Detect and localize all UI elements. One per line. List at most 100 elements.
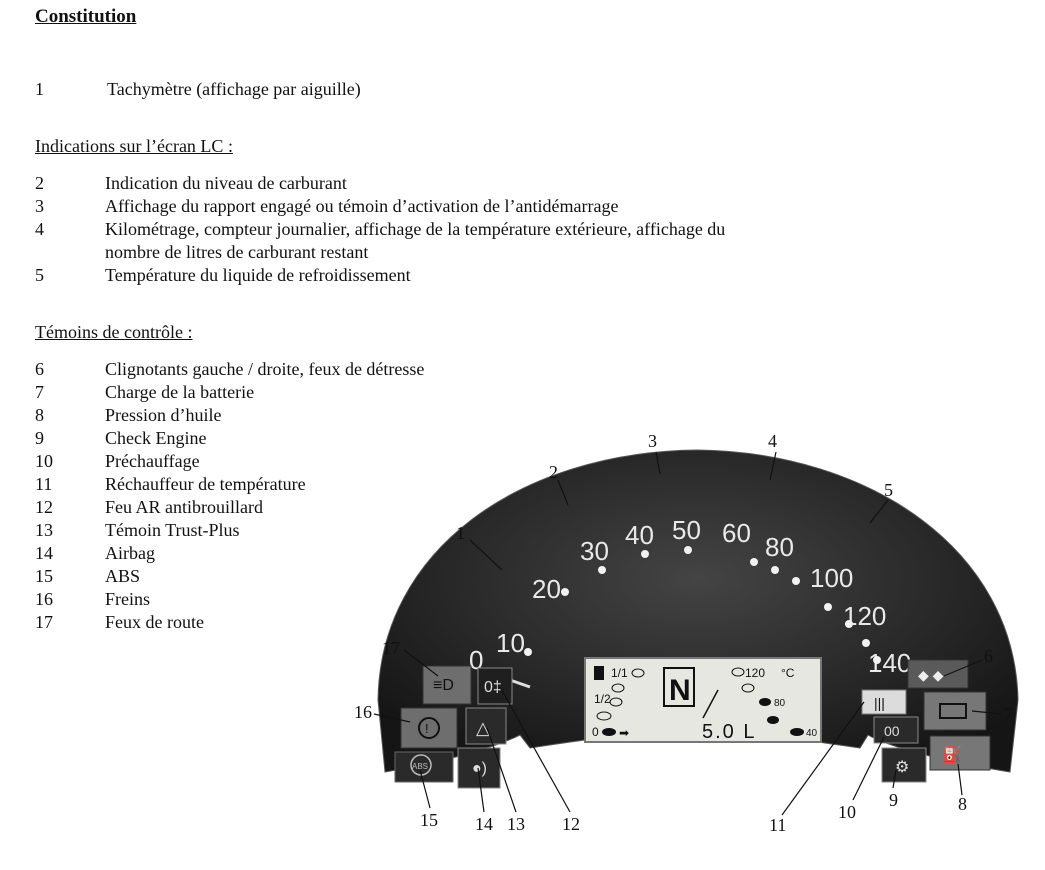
glow-plug-icon: 00 <box>884 723 900 739</box>
fuel-segment-filled <box>602 728 616 736</box>
turn-signal-tile <box>908 660 968 688</box>
leader-line <box>558 480 568 505</box>
leader-line <box>500 687 570 812</box>
callout-number: 14 <box>475 814 493 834</box>
item-number: 15 <box>35 566 75 587</box>
scale-dot <box>561 588 569 596</box>
warning-triangle-icon: △ <box>476 718 490 738</box>
speed-label: 50 <box>672 515 701 545</box>
callout-number: 12 <box>562 814 580 834</box>
callout-number: 9 <box>889 790 898 810</box>
oil-can-icon: ⛽ <box>942 745 962 764</box>
brake-tile <box>401 708 457 748</box>
item-text: Charge de la batterie <box>105 382 254 403</box>
preheat-tile <box>874 717 918 743</box>
abs-label: ABS <box>412 762 428 771</box>
speed-label: 80 <box>765 532 794 562</box>
lcd-fuel-empty: 0 <box>592 725 599 739</box>
callout-number: 10 <box>838 802 856 822</box>
speed-label: 140 <box>868 648 911 678</box>
callout-number: 3 <box>648 431 657 451</box>
leader-line <box>782 702 864 815</box>
scale-dot <box>845 620 853 628</box>
item-text: Témoin Trust-Plus <box>105 520 240 541</box>
item-number: 14 <box>35 543 75 564</box>
item-text: Airbag <box>105 543 155 564</box>
gear-indicator-box <box>664 668 694 706</box>
item-text: nombre de litres de carburant restant <box>105 242 368 263</box>
scale-dot <box>750 558 758 566</box>
item-text: Température du liquide de refroidissemen… <box>105 265 411 286</box>
scale-dot <box>524 648 532 656</box>
temp-segment <box>732 668 744 676</box>
lcd-temp-80: 80 <box>774 698 786 709</box>
high-beam-icon: ≡D <box>433 677 454 694</box>
leader-line <box>404 650 438 676</box>
turn-signal-icon: ◆ ◆ <box>918 667 944 683</box>
abs-tile <box>395 752 453 782</box>
lcd-needle-gap <box>703 690 718 718</box>
item-number: 3 <box>35 196 75 217</box>
callout-number: 15 <box>420 810 438 830</box>
item-number: 12 <box>35 497 75 518</box>
temp-segment-filled <box>759 698 771 706</box>
leader-line <box>487 728 516 812</box>
leader-line <box>478 768 484 812</box>
item-number: 9 <box>35 428 75 449</box>
item-number: 4 <box>35 219 75 240</box>
trust-plus-tile <box>466 708 506 744</box>
scale-dot <box>792 577 800 585</box>
callout-number: 5 <box>884 480 893 500</box>
item-text: Indication du niveau de carburant <box>105 173 347 194</box>
leader-line <box>958 764 962 795</box>
leader-line <box>374 714 410 722</box>
item-text: Préchauffage <box>105 451 200 472</box>
scale-dot <box>873 656 881 664</box>
item-number: 2 <box>35 173 75 194</box>
item-text: Kilométrage, compteur journalier, affich… <box>105 219 725 240</box>
temp-segment <box>742 684 754 692</box>
lcd-gear: N <box>669 674 691 707</box>
fog-light-tile <box>478 668 512 704</box>
callout-number: 16 <box>354 702 372 722</box>
fuel-segment <box>597 712 611 720</box>
item-number: 6 <box>35 359 75 380</box>
item-text: Pression d’huile <box>105 405 222 426</box>
brake-icon-mark: ! <box>425 721 429 736</box>
item-number: 11 <box>35 474 75 495</box>
item-text: Réchauffeur de température <box>105 474 306 495</box>
cluster-housing <box>378 450 1018 772</box>
rear-fog-icon: 0‡ <box>484 679 502 696</box>
callout-number: 11 <box>769 815 786 835</box>
item-number: 13 <box>35 520 75 541</box>
lcd-readout: 5.0 L <box>702 721 756 743</box>
lcd-screen <box>585 658 821 742</box>
callout-number: 7 <box>1004 704 1013 724</box>
indicators-heading: Témoins de contrôle : <box>35 322 192 343</box>
item-number: 5 <box>35 265 75 286</box>
callout-number: 1 <box>456 523 465 543</box>
item-text: Clignotants gauche / droite, feux de dét… <box>105 359 424 380</box>
scale-dot <box>684 546 692 554</box>
fuel-pump-icon <box>594 666 604 680</box>
airbag-icon: ●) <box>472 760 487 777</box>
item-text: Freins <box>105 589 150 610</box>
scale-dot <box>598 566 606 574</box>
fuel-segment <box>610 698 622 706</box>
high-beam-tile <box>423 666 471 704</box>
leader-line <box>470 540 502 570</box>
leader-line <box>420 770 430 808</box>
callout-number: 17 <box>382 638 400 658</box>
item-text: Feux de route <box>105 612 204 633</box>
leader-line <box>870 500 888 523</box>
speed-label: 30 <box>580 536 609 566</box>
temp-segment-filled <box>767 716 779 724</box>
callout-number: 4 <box>768 431 777 451</box>
lcd-fuel-half: 1/2 <box>594 692 611 706</box>
speed-label: 120 <box>843 601 886 631</box>
item-text: ABS <box>105 566 140 587</box>
fuel-segment <box>612 684 624 692</box>
speed-label: 100 <box>810 563 853 593</box>
check-engine-tile <box>882 748 926 782</box>
item-number: 10 <box>35 451 75 472</box>
